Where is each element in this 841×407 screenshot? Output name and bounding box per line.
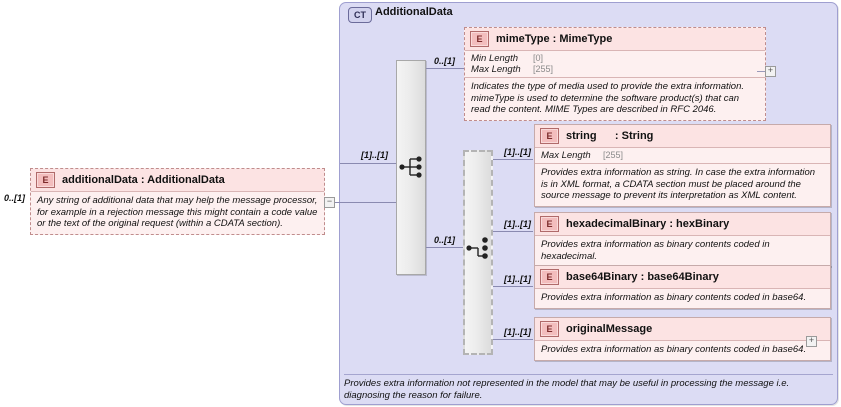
facet-value: [255] xyxy=(603,150,624,160)
expand-toggle-originalMessage-glyph: + xyxy=(808,335,815,345)
base64Binary-cardinality: [1]..[1] xyxy=(504,274,531,284)
facet-value: [255] xyxy=(533,64,554,74)
element-box-originalMessage[interactable]: E originalMessage Provides extra informa… xyxy=(534,317,831,361)
element-box-hexadecimalBinary[interactable]: E hexadecimalBinary : hexBinary Provides… xyxy=(534,212,831,267)
element-title-hexadecimalBinary: hexadecimalBinary : hexBinary xyxy=(566,218,730,230)
sequence-compositor[interactable] xyxy=(396,60,426,275)
sequence-icon xyxy=(399,156,422,178)
connector-choice-to-string xyxy=(493,159,533,160)
sequence-cardinality: [1]..[1] xyxy=(361,150,388,160)
element-header-string: E string : String xyxy=(535,125,830,147)
connector-toggle-to-sequence xyxy=(335,202,400,203)
expand-toggle-mimeType[interactable]: + xyxy=(765,66,776,77)
facet-name: Max Length xyxy=(471,64,521,75)
element-header-additionalData: E additionalData : AdditionalData xyxy=(31,169,324,191)
element-title-originalMessage: originalMessage xyxy=(566,323,653,335)
element-badge-icon: E xyxy=(540,216,559,232)
connector-sequence-to-choice xyxy=(426,247,464,248)
choice-compositor[interactable] xyxy=(463,150,493,355)
element-box-string[interactable]: E string : String Max Length [255] Provi… xyxy=(534,124,831,207)
root-element-cardinality: 0..[1] xyxy=(4,193,26,203)
choice-cardinality: 0..[1] xyxy=(434,235,456,245)
complex-type-title: AdditionalData xyxy=(375,6,453,18)
element-box-additionalData[interactable]: E additionalData : AdditionalData Any st… xyxy=(30,168,325,235)
facets-mimeType: Min Length [0] Max Length [255] xyxy=(465,50,765,77)
element-header-originalMessage: E originalMessage xyxy=(535,318,830,340)
expand-toggle-mimeType-glyph: + xyxy=(767,65,774,75)
complex-type-badge: CT xyxy=(348,7,372,23)
element-badge-icon: E xyxy=(470,31,489,47)
connector-mimeType-stub xyxy=(434,68,464,69)
element-title-additionalData: additionalData : AdditionalData xyxy=(62,174,225,186)
connector-sequence-inlet xyxy=(340,163,400,164)
facets-string: Max Length [255] xyxy=(535,147,830,163)
choice-icon xyxy=(466,237,488,259)
hexadecimalBinary-cardinality: [1]..[1] xyxy=(504,219,531,229)
element-badge-icon: E xyxy=(36,172,55,188)
element-header-mimeType: E mimeType : MimeType xyxy=(465,28,765,50)
collapse-toggle-root[interactable]: − xyxy=(324,197,335,208)
element-badge-icon: E xyxy=(540,128,559,144)
element-title-base64Binary: base64Binary : base64Binary xyxy=(566,271,719,283)
element-box-base64Binary[interactable]: E base64Binary : base64Binary Provides e… xyxy=(534,265,831,309)
connector-choice-to-base64 xyxy=(493,286,533,287)
connector-choice-to-originalMessage xyxy=(493,339,533,340)
element-documentation-mimeType: Indicates the type of media used to prov… xyxy=(465,77,765,120)
originalMessage-cardinality: [1]..[1] xyxy=(504,327,531,337)
element-header-base64Binary: E base64Binary : base64Binary xyxy=(535,266,830,288)
connector-mimeType-expand xyxy=(757,71,769,72)
element-documentation-string: Provides extra information as string. In… xyxy=(535,163,830,206)
element-documentation-hexadecimalBinary: Provides extra information as binary con… xyxy=(535,235,830,266)
element-documentation-originalMessage: Provides extra information as binary con… xyxy=(535,340,830,360)
element-header-hexadecimalBinary: E hexadecimalBinary : hexBinary xyxy=(535,213,830,235)
mimeType-cardinality: 0..[1] xyxy=(434,56,456,66)
connector-choice-to-hex xyxy=(493,231,533,232)
element-documentation-additionalData: Any string of additional data that may h… xyxy=(31,191,324,234)
element-box-mimeType[interactable]: E mimeType : MimeType Min Length [0] Max… xyxy=(464,27,766,121)
element-title-mimeType: mimeType : MimeType xyxy=(496,33,613,45)
facet-row: Max Length [255] xyxy=(541,150,824,161)
expand-toggle-originalMessage[interactable]: + xyxy=(806,336,817,347)
string-cardinality: [1]..[1] xyxy=(504,147,531,157)
element-documentation-base64Binary: Provides extra information as binary con… xyxy=(535,288,830,308)
element-title-string: string : String xyxy=(566,130,654,142)
facet-name: Min Length xyxy=(471,53,519,64)
collapse-toggle-root-glyph: − xyxy=(326,196,333,206)
element-badge-icon: E xyxy=(540,321,559,337)
facet-name: Max Length xyxy=(541,150,591,161)
element-badge-icon: E xyxy=(540,269,559,285)
facet-row: Min Length [0] xyxy=(471,53,759,64)
facet-row: Max Length [255] xyxy=(471,64,759,75)
complex-type-documentation: Provides extra information not represent… xyxy=(344,374,833,401)
facet-value: [0] xyxy=(533,53,544,63)
